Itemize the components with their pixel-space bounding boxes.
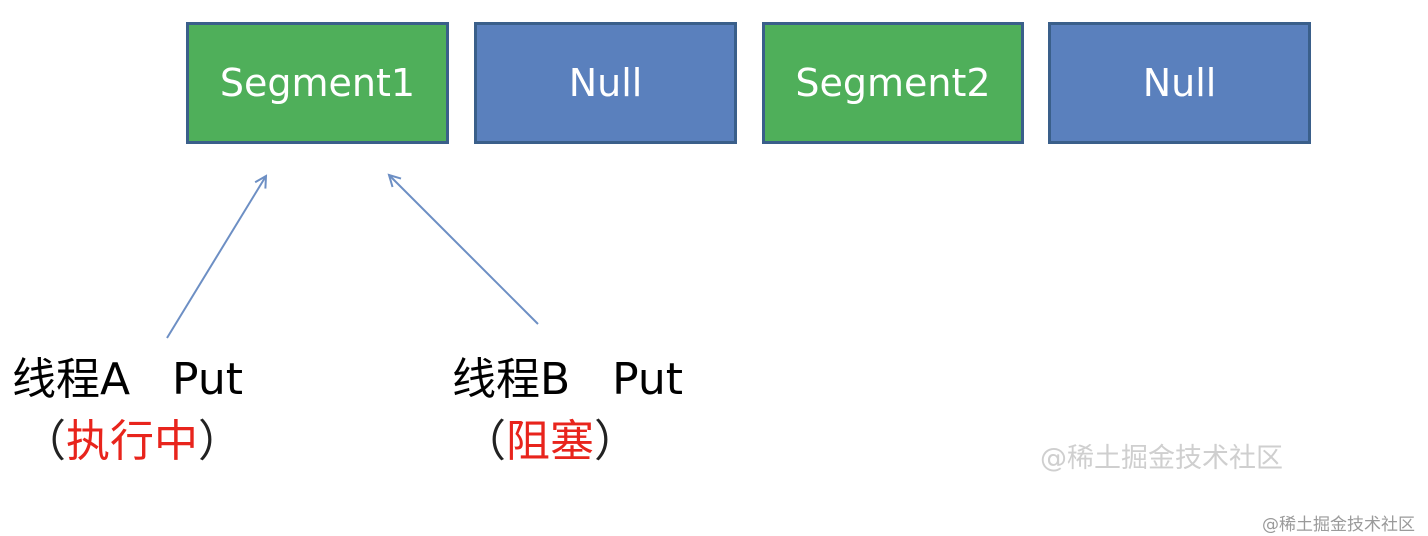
null-box-2: Null: [1048, 22, 1311, 144]
arrow-thread-b: [389, 175, 539, 325]
thread-a-status: （执行中）: [22, 420, 242, 464]
thread-a-paren-open: （: [22, 416, 66, 467]
thread-b-paren-open: （: [462, 416, 506, 467]
segment-2-label: Segment2: [795, 61, 991, 105]
null-label-1: Null: [568, 61, 643, 105]
arrow-thread-a: [166, 176, 266, 339]
thread-a-status-text: 执行中: [66, 416, 198, 467]
thread-b-paren-close: ）: [594, 416, 638, 467]
segment-1-label: Segment1: [219, 61, 416, 105]
thread-a-label: 线程A Put: [12, 354, 243, 405]
null-label-2: Null: [1142, 61, 1217, 105]
watermark-corner: @稀土掘金技术社区: [1262, 515, 1415, 535]
thread-b-status-text: 阻塞: [506, 416, 594, 467]
thread-b-status: （阻塞）: [462, 420, 638, 464]
segment-2-box: Segment2: [762, 22, 1024, 144]
thread-a-paren-close: ）: [198, 416, 242, 467]
watermark-inner: @稀土掘金技术社区: [1040, 443, 1283, 474]
segment-1-box: Segment1: [186, 22, 449, 144]
null-box-1: Null: [474, 22, 737, 144]
thread-b-label: 线程B Put: [452, 354, 684, 405]
